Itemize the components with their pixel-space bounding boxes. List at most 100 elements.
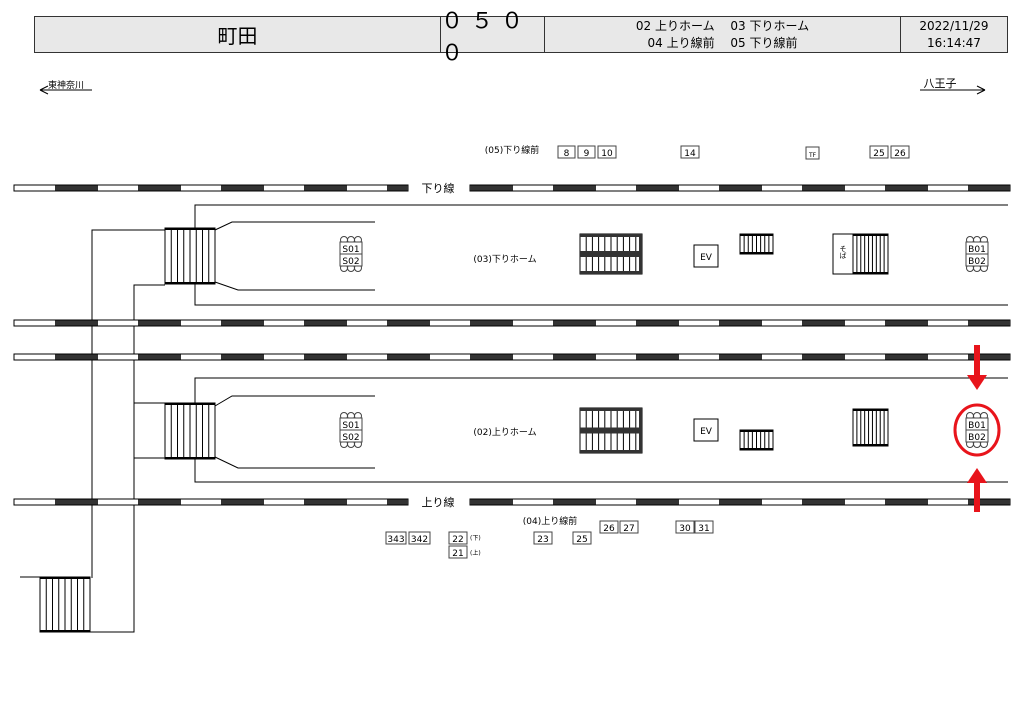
car-position-box-label: 21 [452, 549, 463, 559]
camera-b-label: B02 [968, 257, 986, 267]
direction-left-label: 東神奈川 [48, 79, 84, 91]
rail-tie-block [553, 354, 596, 360]
car-position-box-label: 343 [387, 535, 404, 545]
rail-tie-block [968, 185, 1010, 191]
elevator-up [693, 418, 719, 442]
car-position-box-label: 31 [698, 524, 709, 534]
rail-tie-block [636, 354, 679, 360]
camera-s-label: S02 [342, 433, 359, 443]
car-position-box-label: 342 [411, 535, 428, 545]
stair-edge [853, 444, 888, 446]
car-position-box [675, 520, 695, 534]
stair-rail [580, 427, 642, 434]
car-position-box-label: TF [808, 152, 817, 159]
rail-tie-block [55, 185, 98, 191]
stair-edge [740, 252, 773, 254]
rail-tie-block [387, 185, 408, 191]
corridor [20, 229, 165, 633]
stair-edge [853, 234, 888, 236]
rail-tie-block [304, 185, 347, 191]
stair-rail [580, 234, 642, 237]
station-name: 町田 [35, 17, 441, 52]
car-position-box [533, 531, 553, 545]
rail-tie-block [55, 499, 98, 505]
stair-edge [853, 272, 888, 274]
stair-rail [639, 408, 642, 453]
highlight-circle [953, 403, 1001, 457]
camera-b-highlighted-label: B01 [968, 421, 986, 431]
car-position-box [805, 146, 820, 160]
rail-tie-block [719, 185, 762, 191]
rail-tie-block [719, 320, 762, 326]
up-platform-inner [214, 395, 375, 469]
rail-tie-block [802, 320, 845, 326]
stair-edge [165, 228, 215, 230]
car-position-box [599, 520, 619, 534]
up-platform-label: (02)上りホーム [473, 427, 536, 438]
car-position-box-label: 9 [584, 149, 590, 159]
direction-right-label: 八王子 [924, 77, 957, 90]
down-front-label: (05)下り線前 [485, 144, 539, 156]
rail-tie-block [470, 354, 513, 360]
car-position-box [890, 145, 910, 159]
legend-line-1: 02 上りホーム 03 下りホーム [635, 18, 810, 33]
stairs-up-2 [852, 408, 889, 447]
date: 2022/11/29 [919, 18, 989, 33]
stair-edge [165, 457, 215, 459]
rail-tie-block [304, 354, 347, 360]
rail-tie-block [636, 499, 679, 505]
car-position-box-label: 25 [576, 535, 587, 545]
rail-tie-block [221, 354, 264, 360]
up-front-label: (04)上り線前 [523, 515, 577, 527]
rail-tie-block [138, 354, 181, 360]
down-track-label: 下り線 [422, 181, 455, 195]
arrow-up-icon [967, 468, 987, 483]
up-track-label: 上り線 [422, 495, 455, 509]
stair-edge [40, 630, 90, 632]
stair-rail [580, 450, 642, 453]
rail-tie-block [138, 320, 181, 326]
car-position-box-label: 30 [679, 524, 691, 534]
car-position-box-label: 22 [452, 535, 463, 545]
car-position-box [448, 545, 468, 559]
stair-rail [580, 271, 642, 274]
rail-tie-block [138, 185, 181, 191]
rail-tie-block [470, 320, 513, 326]
rail-tie-block [636, 320, 679, 326]
car-position-box-label: 26 [894, 149, 906, 159]
camera-s [339, 429, 363, 443]
car-position-box [869, 145, 889, 159]
rail-tie-block [387, 499, 408, 505]
rail-tie-block [968, 320, 1010, 326]
stair-edge [740, 234, 773, 236]
rail-tie-block [221, 499, 264, 505]
car-position-box [408, 531, 431, 545]
car-position-box-label: 10 [601, 149, 613, 159]
camera-b [965, 253, 989, 267]
car-position-box-label: 25 [873, 149, 884, 159]
car-position-box [694, 520, 714, 534]
rail-tie-block [802, 499, 845, 505]
rail-tie-block [719, 354, 762, 360]
direction-note: (上) [470, 549, 481, 557]
camera-b-highlighted [965, 429, 989, 443]
car-position-box-label: 8 [564, 149, 570, 159]
camera-s [339, 253, 363, 267]
stair-edge [165, 282, 215, 284]
rail-tie-block [55, 354, 98, 360]
rail-tie-block [387, 320, 430, 326]
camera-b-highlighted-label: B02 [968, 433, 986, 443]
rail-tie-block [885, 185, 928, 191]
car-position-box [680, 145, 700, 159]
down-platform-label: (03)下りホーム [473, 254, 536, 265]
rail-tie-block [885, 320, 928, 326]
rail-tie-block [802, 185, 845, 191]
rail-tie-block [802, 354, 845, 360]
stair-edge [740, 430, 773, 432]
arrow-down-icon [974, 345, 980, 377]
stair-edge [853, 409, 888, 411]
soba-label: そば [839, 245, 847, 260]
stair-rail [580, 251, 642, 257]
rail-tie-block [387, 354, 430, 360]
